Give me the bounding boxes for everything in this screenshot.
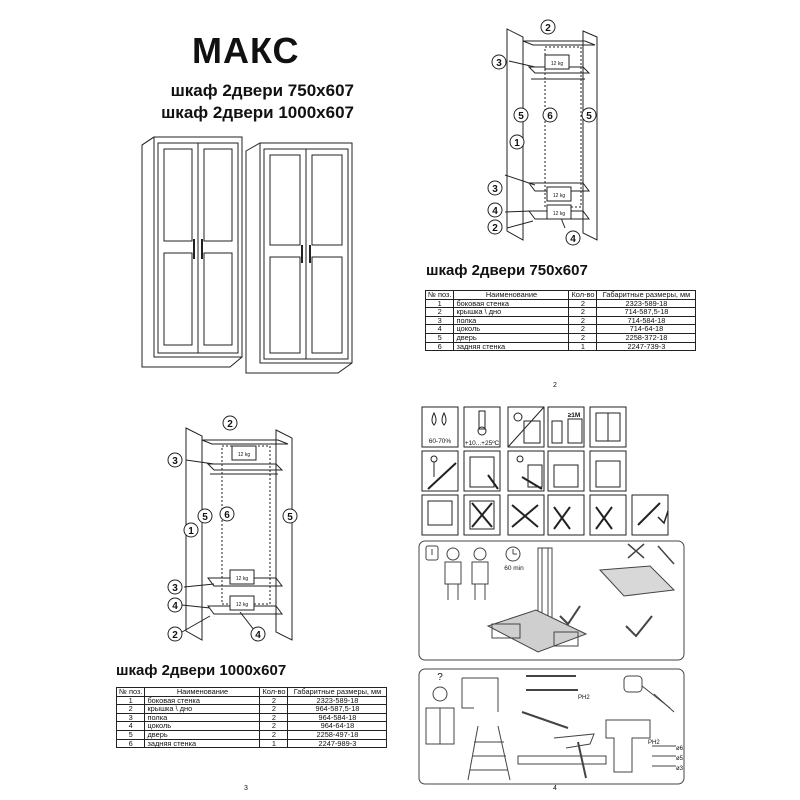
subtitle-1000: шкаф 2двери 1000x607 bbox=[161, 103, 354, 122]
header-cell: Наименование bbox=[144, 687, 261, 697]
warning-icons-grid: 60-70% +10...+25ºC ≥1M bbox=[421, 406, 669, 536]
table-cell: 2258-372-18 bbox=[596, 332, 697, 343]
callout-1: 1 bbox=[188, 526, 194, 537]
callout-2: 2 bbox=[227, 419, 233, 430]
table-title-750: шкаф 2двери 750x607 bbox=[426, 262, 588, 279]
callout-4: 4 bbox=[570, 234, 576, 245]
table-cell: дверь bbox=[453, 332, 570, 343]
wardrobe-illustration bbox=[141, 136, 353, 374]
table-cell: задняя стенка bbox=[144, 738, 261, 749]
screwdriver-label: PH2 bbox=[578, 695, 590, 701]
parts-table-750: № поз. Наименование Кол-во Габаритные ра… bbox=[424, 290, 697, 352]
subtitle-750: шкаф 2двери 750x607 bbox=[170, 81, 354, 100]
page-number-3: 3 bbox=[244, 785, 248, 792]
callout-2: 2 bbox=[492, 223, 498, 234]
table-cell: 714-587,5-18 bbox=[596, 307, 697, 317]
table-header-row: № поз. Наименование Кол-во Габаритные ра… bbox=[115, 687, 388, 697]
table-cell: крышка \ дно bbox=[453, 307, 570, 317]
drill-size-3: ø3 bbox=[676, 766, 684, 772]
exploded-diagram-1000: 12 kg 12 kg 12 kg 2 3 5 6 5 1 3 4 2 4 bbox=[167, 415, 298, 642]
callout-4: 4 bbox=[255, 630, 261, 641]
table-cell: 5 bbox=[424, 332, 455, 343]
callout-3: 3 bbox=[172, 456, 178, 467]
callout-5: 5 bbox=[518, 111, 524, 122]
time-label: 60 min bbox=[504, 565, 524, 572]
shelf-load-label: 12 kg bbox=[553, 193, 565, 199]
table-cell: 2 bbox=[568, 332, 598, 343]
callout-5: 5 bbox=[287, 512, 293, 523]
table-cell: 964-587,5-18 bbox=[287, 704, 388, 714]
product-title: МАКС bbox=[192, 30, 300, 71]
header-cell: Наименование bbox=[453, 290, 570, 300]
header-cell: Кол-во bbox=[568, 290, 598, 300]
callout-5: 5 bbox=[586, 111, 592, 122]
callout-3: 3 bbox=[492, 184, 498, 195]
table-cell: 2247-739-3 bbox=[596, 341, 697, 352]
callout-3: 3 bbox=[172, 583, 178, 594]
parts-table-1000: № поз. Наименование Кол-во Габаритные ра… bbox=[115, 687, 388, 749]
header-cell: № поз. bbox=[115, 687, 146, 697]
drill-bit-label: PH2 bbox=[648, 740, 660, 746]
header-cell: Габаритные размеры, мм bbox=[287, 687, 388, 697]
shelf-load-label: 12 kg bbox=[236, 576, 248, 582]
table-header-row: № поз. Наименование Кол-во Габаритные ра… bbox=[424, 290, 697, 300]
callout-6: 6 bbox=[547, 111, 553, 122]
shelf-load-label: 12 kg bbox=[238, 452, 250, 458]
callout-4: 4 bbox=[492, 206, 498, 217]
table-cell: 1 bbox=[259, 738, 289, 749]
table-cell: 5 bbox=[115, 729, 146, 740]
shelf-load-label: 12 kg bbox=[551, 61, 563, 67]
unpacking-instructions: 60 min bbox=[418, 540, 685, 661]
shelf-load-label: 12 kg bbox=[553, 211, 565, 217]
callout-2: 2 bbox=[545, 23, 551, 34]
page-number-4: 4 bbox=[553, 785, 557, 792]
table-cell: крышка \ дно bbox=[144, 704, 261, 714]
tools-required: ? PH2 PH2 ø6 ø5 ø3 bbox=[418, 668, 685, 785]
temperature-label: +10...+25ºC bbox=[465, 440, 500, 447]
table-cell: 2 bbox=[424, 307, 455, 317]
table-cell: дверь bbox=[144, 729, 261, 740]
table-cell: 2 bbox=[115, 704, 146, 714]
callout-3: 3 bbox=[496, 58, 502, 69]
table-cell: 6 bbox=[115, 738, 146, 749]
table-cell: 1 bbox=[568, 341, 598, 352]
table-title-1000: шкаф 2двери 1000x607 bbox=[116, 662, 287, 679]
distance-label: ≥1M bbox=[568, 412, 581, 419]
drill-size-6: ø6 bbox=[676, 746, 684, 752]
humidity-label: 60-70% bbox=[429, 438, 452, 445]
page-number-2: 2 bbox=[553, 382, 557, 389]
table-cell: 2 bbox=[259, 704, 289, 714]
table-cell: 2258-497-18 bbox=[287, 729, 388, 740]
exploded-diagram-750: 12 kg 12 kg 12 kg 2 3 5 6 5 1 3 4 2 4 bbox=[487, 19, 598, 246]
table-cell: задняя стенка bbox=[453, 341, 570, 352]
shelf-load-label: 12 kg bbox=[236, 602, 248, 608]
callout-6: 6 bbox=[224, 510, 230, 521]
callout-4: 4 bbox=[172, 601, 178, 612]
header-cell: Кол-во bbox=[259, 687, 289, 697]
table-cell: 2247-989-3 bbox=[287, 738, 388, 749]
header-cell: Габаритные размеры, мм bbox=[596, 290, 697, 300]
svg-text:?: ? bbox=[437, 672, 443, 683]
table-cell: 6 bbox=[424, 341, 455, 352]
header-cell: № поз. bbox=[424, 290, 455, 300]
callout-5: 5 bbox=[202, 512, 208, 523]
table-cell: 2 bbox=[259, 729, 289, 740]
table-cell: 2 bbox=[568, 307, 598, 317]
callout-2: 2 bbox=[172, 630, 178, 641]
callout-1: 1 bbox=[514, 138, 520, 149]
drill-size-5: ø5 bbox=[676, 756, 684, 762]
